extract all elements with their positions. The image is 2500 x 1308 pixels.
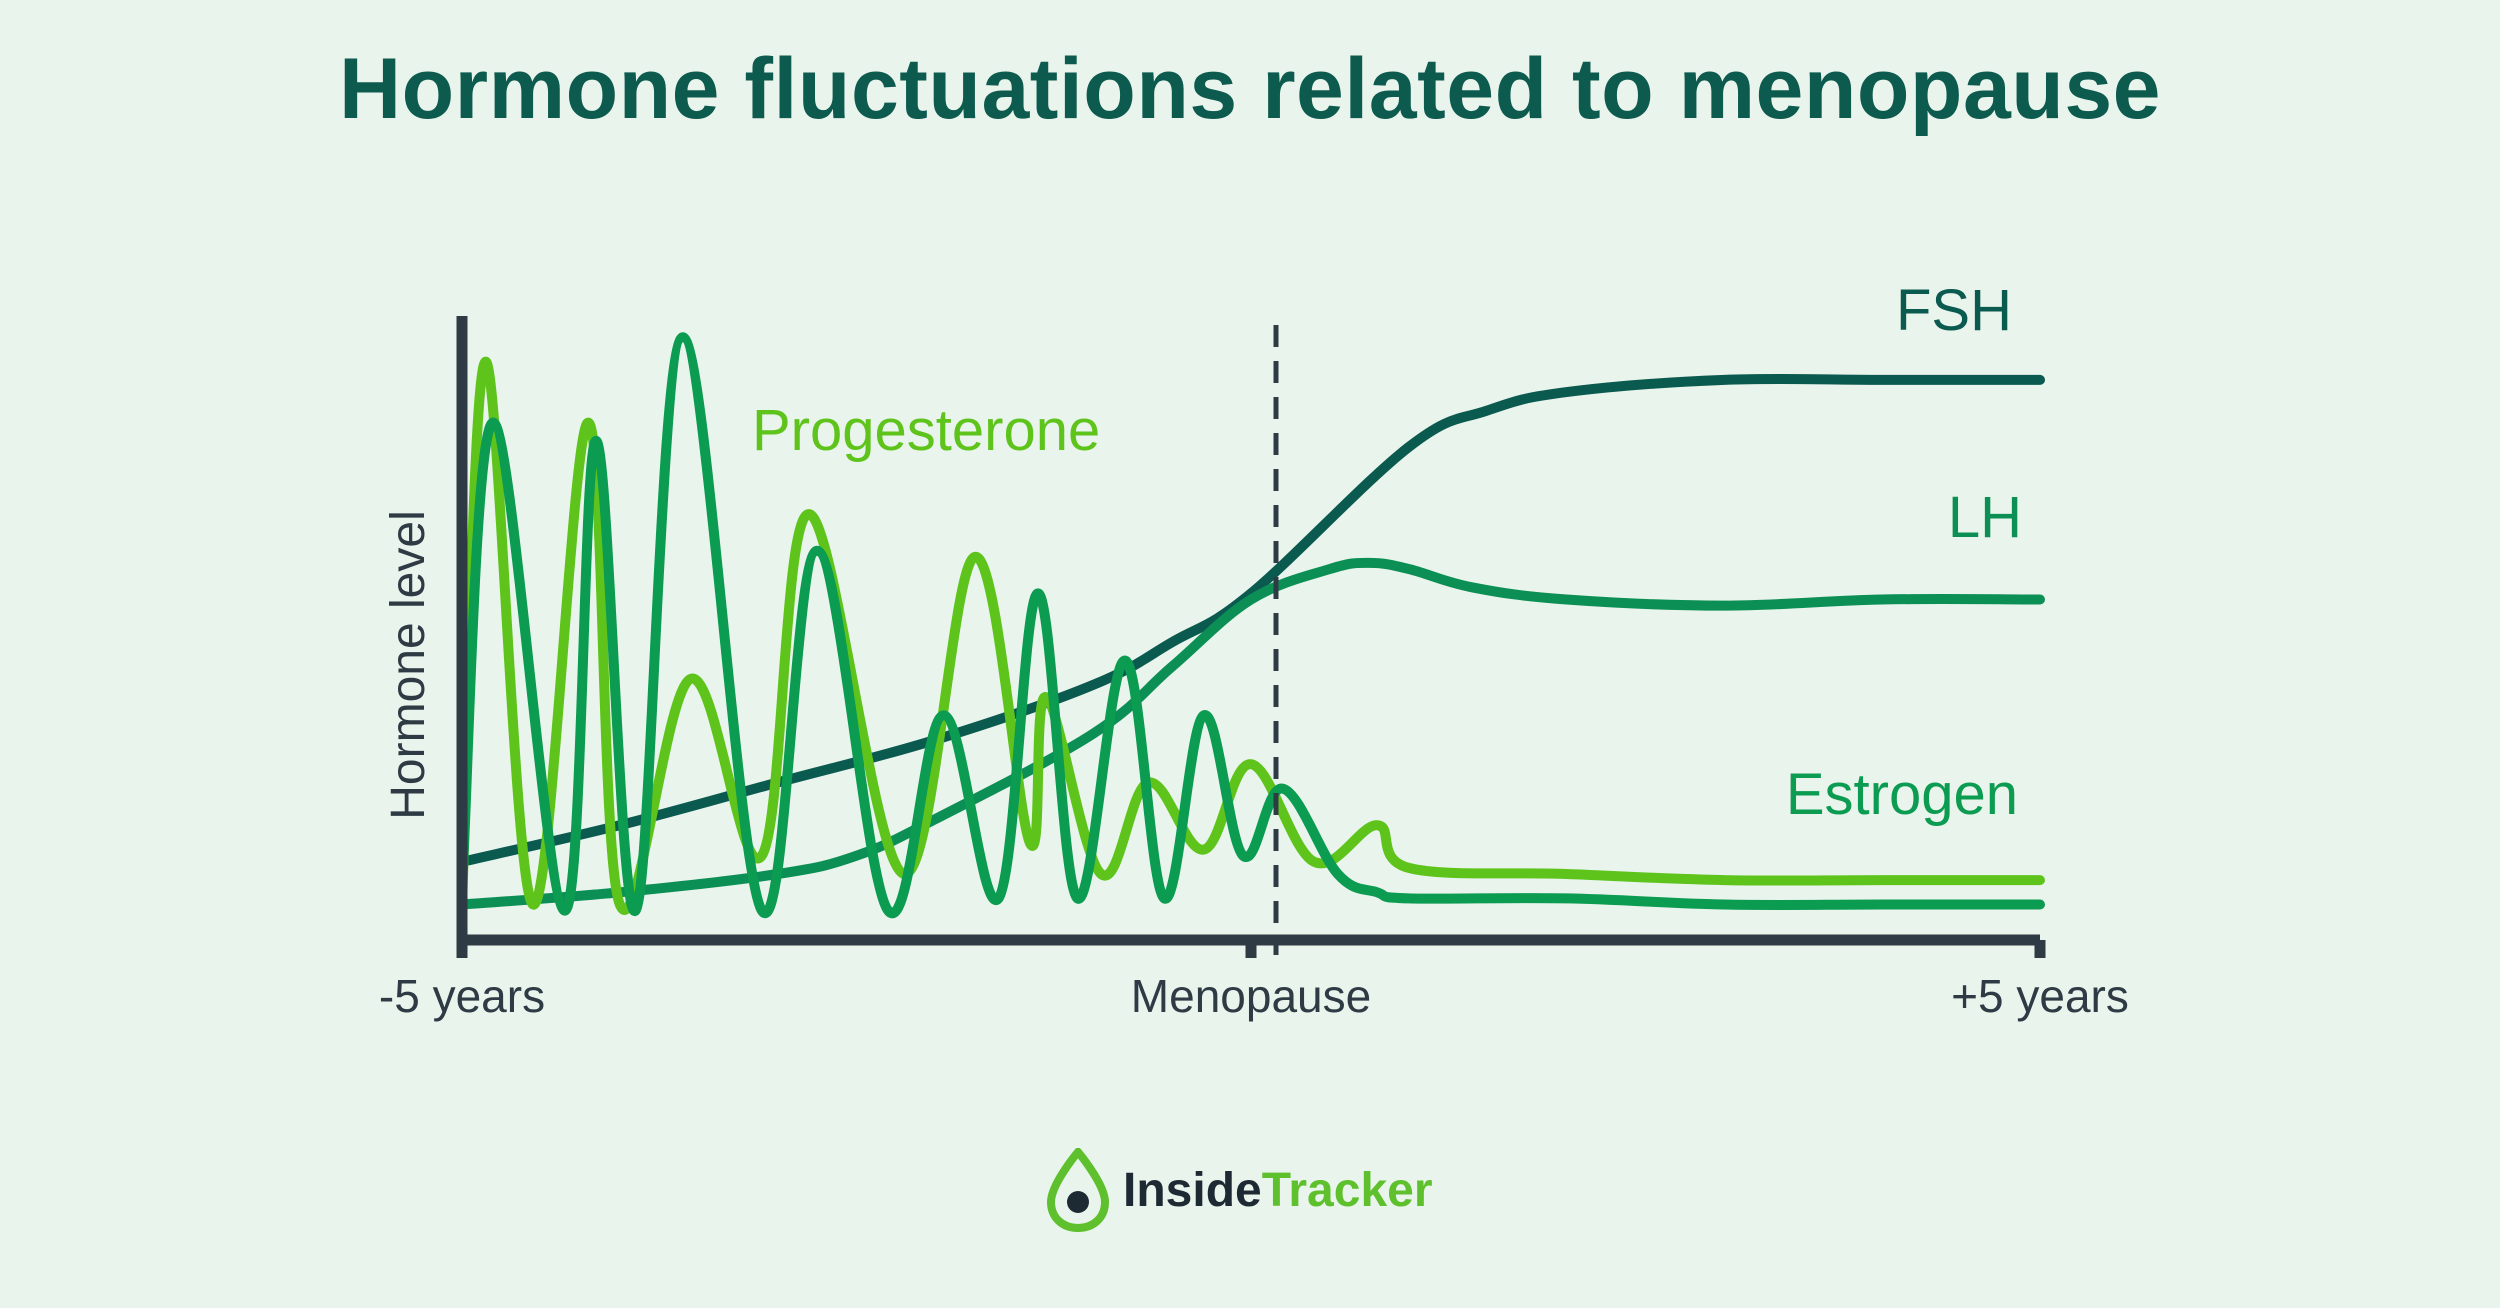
series-line-progesterone [457,356,2045,915]
series-label-estrogen: Estrogen [1786,762,2018,827]
chart-title: Hormone fluctuations related to menopaus… [339,41,2161,137]
brand-name-part2: Tracker [1261,1163,1433,1217]
series-line-lh [457,557,2045,910]
x-tick-label: Menopause [1131,970,1371,1022]
y-axis-label: Hormone level [382,510,435,819]
brand-name-part1: Inside [1123,1163,1262,1217]
series-line-fsh [457,373,2045,867]
series-line-estrogen [457,332,2045,919]
drop-logo-icon [1046,1148,1110,1232]
series-label-lh: LH [1948,485,2022,550]
x-tick-label: -5 years [379,970,545,1022]
series-label-progesterone: Progesterone [752,398,1100,463]
series-label-fsh: FSH [1896,278,2012,343]
x-tick-label: +5 years [1951,970,2129,1022]
